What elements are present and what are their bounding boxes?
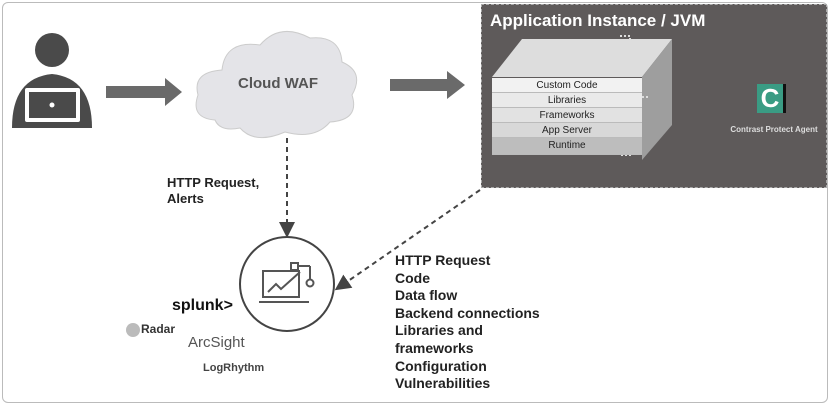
arrow-waf-to-app xyxy=(390,71,465,99)
dashed-app-to-siem xyxy=(334,189,481,291)
app-instance-panel: Application Instance / JVM Custom Code L… xyxy=(481,4,827,188)
cloud-shape xyxy=(195,30,358,139)
layer-libraries: Libraries xyxy=(492,93,642,108)
telemetry-list: HTTP Request Code Data flow Backend conn… xyxy=(395,252,540,393)
logrhythm-logo: LogRhythm xyxy=(203,362,265,374)
waf-link-label-line2: Alerts xyxy=(167,191,204,206)
arcsight-logo: ArcSight xyxy=(188,334,245,351)
qradar-q-icon xyxy=(126,322,140,337)
telemetry-item: Libraries and xyxy=(395,322,483,339)
qradar-text: Radar xyxy=(141,322,176,336)
layer-app-server: App Server xyxy=(492,123,642,138)
contrast-agent-label: Contrast Protect Agent xyxy=(730,125,818,134)
jvm-title: Application Instance / JVM xyxy=(490,11,706,30)
telemetry-item: Data flow xyxy=(395,287,458,304)
telemetry-item: frameworks xyxy=(395,339,474,356)
waf-link-label: HTTP Request, Alerts xyxy=(167,175,259,207)
layer-stack-graphic xyxy=(492,35,672,160)
qradar-logo: Radar xyxy=(126,322,175,337)
contrast-agent-logo-icon: C xyxy=(757,84,786,113)
analytics-circle-icon xyxy=(239,236,335,332)
layer-frameworks: Frameworks xyxy=(492,108,642,123)
layer-runtime: Runtime xyxy=(492,138,642,155)
telemetry-item: HTTP Request xyxy=(395,252,491,268)
cloud-waf-label: Cloud WAF xyxy=(238,75,318,92)
layer-custom-code: Custom Code xyxy=(492,78,642,93)
telemetry-item: Vulnerabilities xyxy=(395,375,491,392)
telemetry-item: Configuration xyxy=(395,357,487,374)
telemetry-item: Code xyxy=(395,269,430,286)
arrow-user-to-waf xyxy=(106,78,182,106)
telemetry-item: Backend connections xyxy=(395,304,540,321)
splunk-logo: splunk> xyxy=(172,297,233,314)
user-laptop-icon xyxy=(12,33,92,128)
waf-link-label-line1: HTTP Request, xyxy=(167,175,260,190)
